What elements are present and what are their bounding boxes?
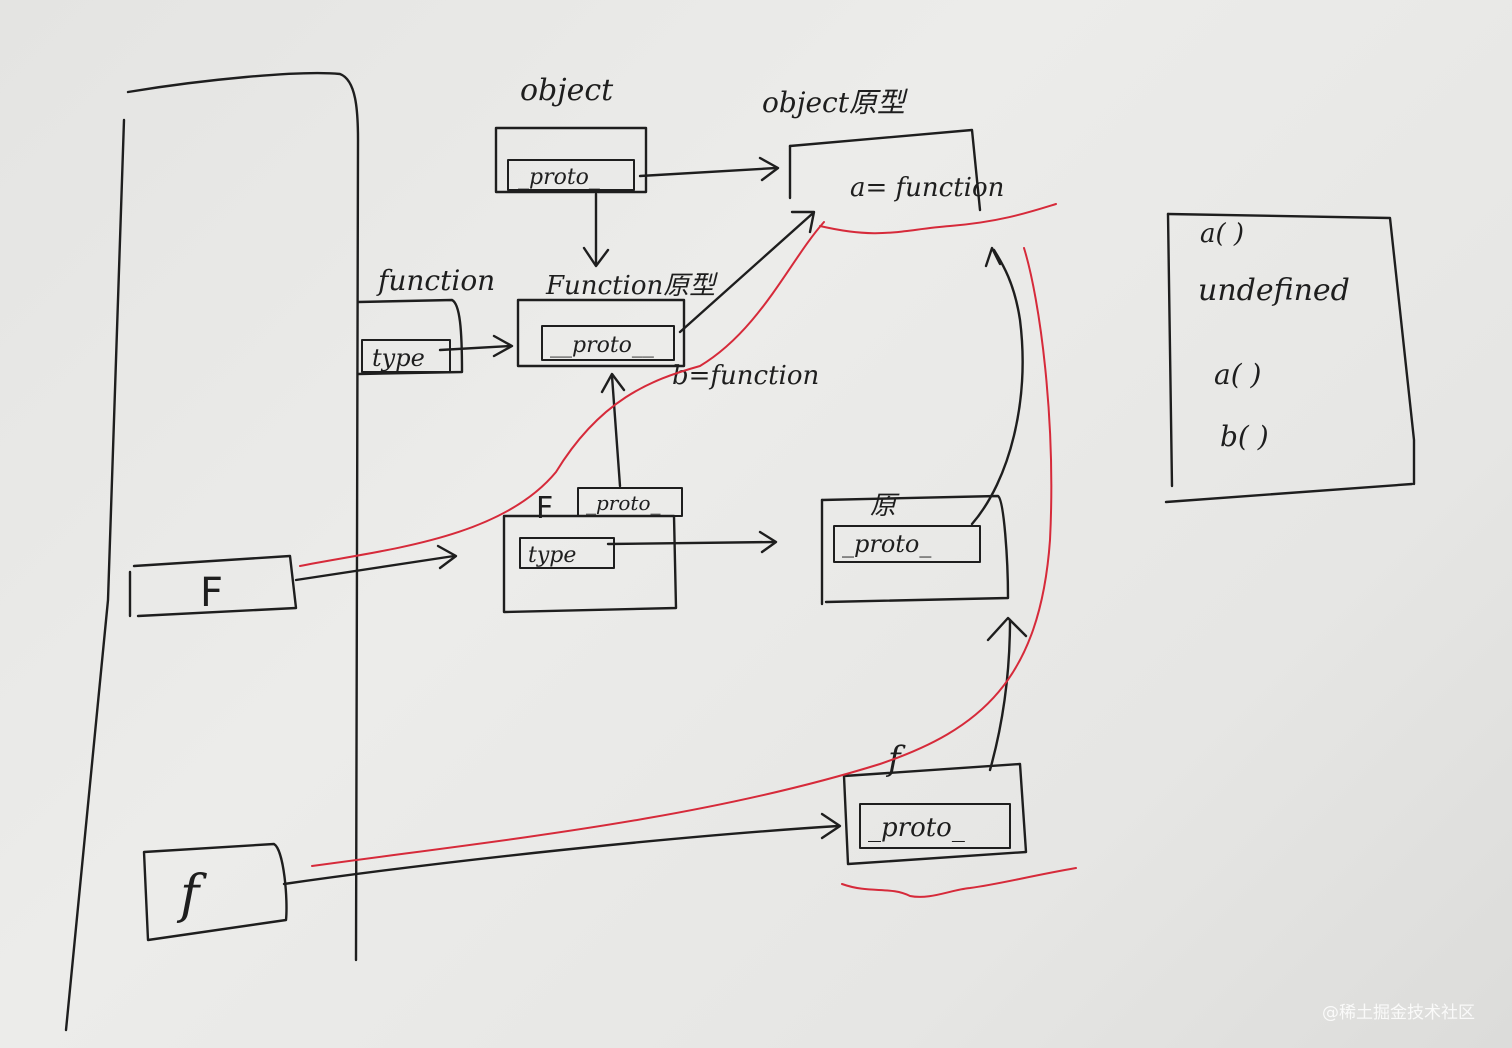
stack-column — [64, 71, 360, 1032]
output-line-4: b( ) — [1220, 420, 1269, 453]
F-prototype-node: 原 _proto_ — [820, 491, 1010, 606]
F-variable: F — [128, 554, 298, 618]
object-node: object _proto_ — [494, 73, 648, 194]
function-prototype-label: Function原型 — [545, 271, 718, 301]
function-label: function — [376, 264, 495, 297]
F-box-type-label: type — [528, 543, 576, 568]
watermark-text: @稀土掘金技术社区 — [1322, 1003, 1475, 1023]
F-prototype-proto-label: _proto_ — [842, 530, 931, 558]
f-variable: f — [142, 842, 288, 942]
output-line-1: a( ) — [1200, 219, 1244, 249]
function-prototype-method: b=function — [672, 361, 819, 391]
F-variable-label: F — [200, 570, 223, 616]
F-prototype-label: 原 — [870, 491, 900, 521]
object-prototype-node: object原型 a= function — [762, 86, 1004, 212]
black-arrows — [282, 156, 1028, 886]
F-box-title: F — [536, 491, 553, 526]
F-box-proto-label: _proto_ — [586, 491, 660, 515]
object-proto-label: _proto_ — [518, 165, 600, 190]
function-prototype-proto-label: __proto__ — [550, 333, 654, 358]
red-lookup-paths — [299, 203, 1077, 898]
f-instance-node: f _proto_ — [842, 739, 1028, 866]
f-instance-proto-label: _proto_ — [868, 813, 965, 843]
function-prototype-node: Function原型 __proto__ b=function — [516, 271, 819, 391]
output-line-2: undefined — [1198, 273, 1350, 308]
function-type-label: type — [372, 344, 425, 372]
output-panel: a( ) undefined a( ) b( ) — [1164, 212, 1416, 504]
function-node: function type — [356, 264, 495, 376]
object-prototype-label: object原型 — [762, 86, 908, 119]
output-line-3: a( ) — [1214, 358, 1261, 391]
object-label: object — [520, 73, 614, 108]
f-variable-label: f — [176, 865, 207, 925]
F-function-node: F _proto_ type — [502, 487, 683, 614]
object-prototype-method: a= function — [850, 173, 1004, 203]
